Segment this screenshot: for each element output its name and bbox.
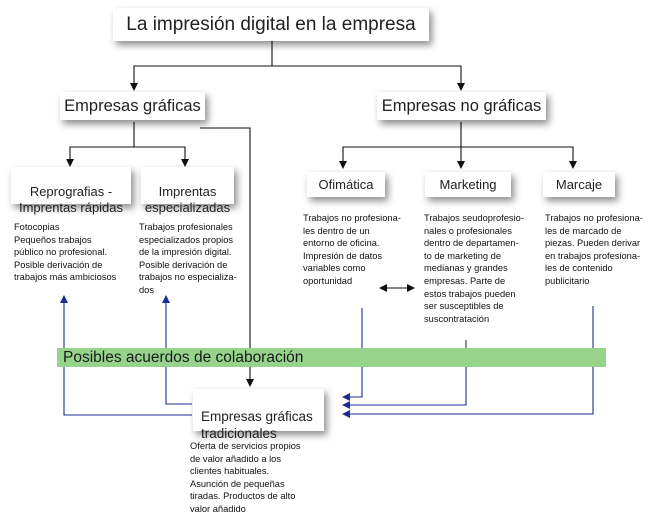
- node-empresas-graficas: Empresas gráficas: [60, 92, 205, 120]
- edge-graficas-reprografias: [66, 122, 135, 167]
- node-marketing-label: Marketing: [439, 177, 497, 192]
- node-reprografias-label: Reprografias - Imprentas rápidas: [18, 184, 124, 215]
- edge-graficas-tradicionales: [200, 127, 254, 387]
- edge-title-graficas: [130, 41, 273, 91]
- node-marcaje-label: Marcaje: [555, 177, 603, 192]
- node-ofimatica-label: Ofimática: [318, 177, 374, 192]
- edge-nograficas-marcaje: [461, 146, 577, 169]
- edge-title-no-graficas: [272, 65, 465, 91]
- desc-ofimatica: Trabajos no profesiona- les dentro de un…: [303, 213, 401, 286]
- title-box: La impresión digital en la empresa: [113, 8, 429, 41]
- node-imprentas-especializadas: Imprentas especializadas: [141, 167, 234, 215]
- node-empresas-graficas-label: Empresas gráficas: [64, 97, 201, 115]
- desc-marketing: Trabajos seudoprofesio- nales o profesio…: [424, 213, 524, 324]
- node-empresas-graficas-tradicionales: Empresas gráficas tradicionales: [193, 389, 324, 441]
- node-marketing: Marketing: [425, 172, 511, 197]
- node-reprografias: Reprografias - Imprentas rápidas: [11, 167, 131, 215]
- node-ofimatica: Ofimática: [307, 172, 385, 197]
- diagram-title: La impresión digital en la empresa: [126, 14, 416, 35]
- edge-ofimatica-tradicionales: [342, 308, 363, 401]
- desc-marcaje: Trabajos no profesiona- les de marcado d…: [545, 213, 643, 286]
- edge-nograficas-ofimatica: [339, 122, 462, 169]
- node-marcaje: Marcaje: [543, 172, 615, 197]
- desc-empresas-graficas-tradicionales: Oferta de servicios propios de valor aña…: [190, 441, 301, 514]
- node-empresas-no-graficas-label: Empresas no gráficas: [381, 97, 542, 115]
- desc-imprentas-especializadas: Trabajos profesionales especializados pr…: [139, 222, 237, 295]
- edge-graficas-imprentas: [134, 146, 189, 167]
- edge-marcaje-tradicionales: [342, 306, 594, 418]
- edge-tradicionales-reprografias: [60, 295, 192, 416]
- node-empresas-graficas-tradicionales-label: Empresas gráficas tradicionales: [201, 409, 313, 441]
- desc-reprografias: Fotocopias Pequeños trabajos público no …: [14, 222, 117, 283]
- node-imprentas-especializadas-label: Imprentas especializadas: [144, 184, 231, 215]
- collaboration-band-label: Posibles acuerdos de colaboración: [63, 349, 304, 366]
- node-empresas-no-graficas: Empresas no gráficas: [377, 92, 546, 120]
- collaboration-band: Posibles acuerdos de colaboración: [57, 348, 606, 367]
- edge-tradicionales-imprentas: [162, 295, 192, 405]
